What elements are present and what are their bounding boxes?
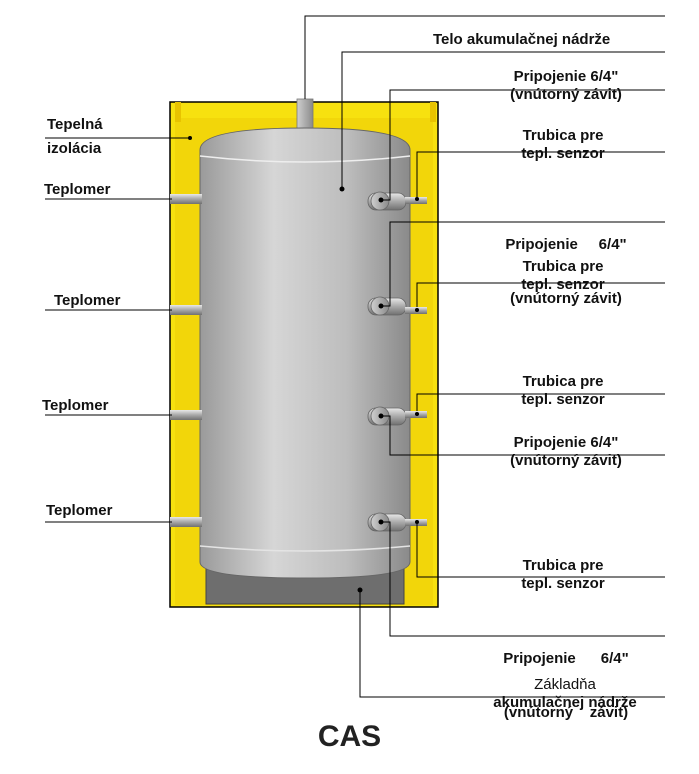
base-line-2: akumulačnej nádrže (493, 694, 637, 711)
thermometer-stubs (170, 194, 202, 527)
sensor-1-line-1: Trubica pre (522, 127, 604, 144)
sensor-2-line-2: tepl. senzor (521, 276, 605, 293)
sensor-1-line-2: tepl. senzor (521, 145, 605, 162)
connection-4-line-1: Pripojenie 6/4" (503, 650, 629, 667)
label-connection-3: Pripojenie 6/4" (vnútorný závit) (466, 434, 666, 470)
sensor-4-line-1: Trubica pre (522, 557, 604, 574)
label-sensor-4: Trubica pre tepl. senzor (478, 557, 648, 593)
leader-lines (45, 15, 665, 698)
label-base: Základňa akumulačnej nádrže (460, 676, 670, 712)
insulation-line-2: izolácia (47, 140, 102, 157)
connection-1-line-2: (vnútorný závit) (510, 86, 622, 103)
label-insulation: Tepelná izolácia (47, 116, 103, 158)
label-thermometer-3: Teplomer (42, 397, 109, 414)
connection-2-line-2: (vnútorný závit) (510, 290, 622, 307)
label-tank-body: Telo akumulačnej nádrže (433, 31, 611, 48)
label-sensor-1: Trubica pre tepl. senzor (478, 127, 648, 163)
label-thermometer-4: Teplomer (46, 502, 113, 519)
label-thermometer-2: Teplomer (54, 292, 121, 309)
top-nozzle (296, 98, 314, 132)
connection-3-line-2: (vnútorný závit) (510, 452, 622, 469)
connection-1-line-1: Pripojenie 6/4" (513, 68, 619, 85)
base-line-1: Základňa (534, 676, 596, 693)
label-connection-1: Pripojenie 6/4" (vnútorný závit) (466, 68, 666, 104)
leader-dots (188, 136, 419, 593)
tank-body (199, 127, 411, 579)
insulation-line-1: Tepelná (47, 116, 103, 133)
product-name: CAS (317, 720, 382, 753)
connection-2-line-1: Pripojenie 6/4" (505, 236, 627, 253)
sensor-3-line-1: Trubica pre (522, 373, 604, 390)
label-thermometer-1: Teplomer (44, 181, 111, 198)
label-sensor-3: Trubica pre tepl. senzor (478, 373, 648, 409)
connection-3-line-1: Pripojenie 6/4" (513, 434, 619, 451)
sensor-4-line-2: tepl. senzor (521, 575, 605, 592)
label-connection-2: Pripojenie 6/4" (vnútorný závit) (466, 200, 666, 326)
label-connection-4: Pripojenie 6/4" (vnútorný závit) (466, 614, 666, 740)
label-sensor-2: Trubica pre tepl. senzor (478, 258, 648, 294)
sensor-3-line-2: tepl. senzor (521, 391, 605, 408)
connection-4-line-2: (vnútorný závit) (503, 704, 629, 721)
sensor-2-line-1: Trubica pre (522, 258, 604, 275)
